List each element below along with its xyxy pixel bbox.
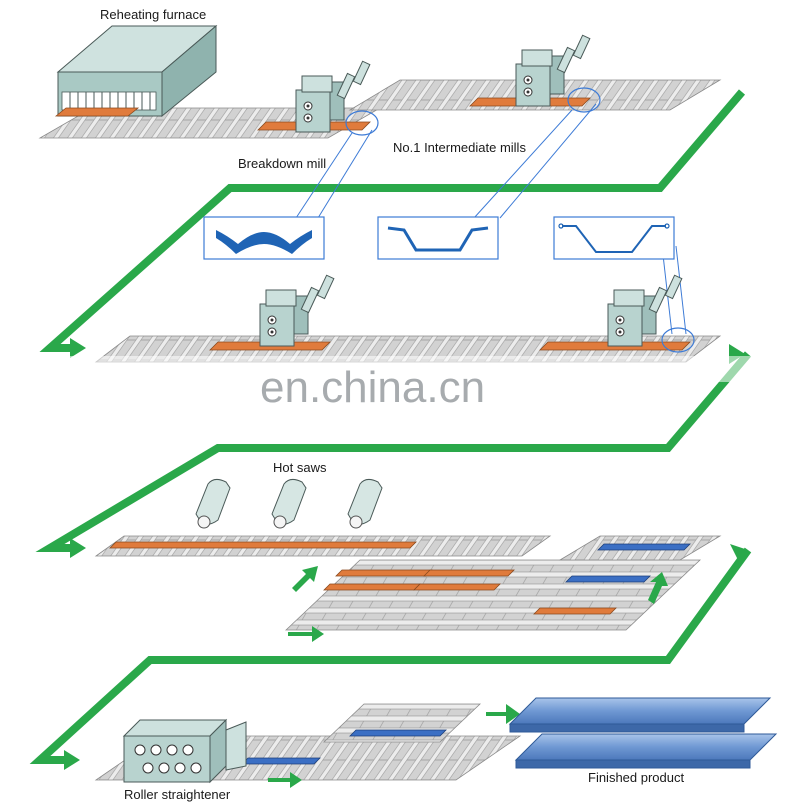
- rolling-mill-icon: [607, 274, 683, 347]
- reheating-furnace-icon: [54, 24, 218, 118]
- hot-saw-icon: [271, 478, 307, 529]
- detail-circle: [567, 87, 601, 113]
- straightened-bar: [241, 757, 321, 765]
- cross-section-profile-icon: [553, 216, 675, 260]
- cooled-steel-bar: [349, 729, 447, 737]
- detail-connector: [295, 103, 687, 335]
- breakdown-mill-label: Breakdown mill: [238, 156, 326, 171]
- watermark: en.china.cn: [260, 363, 485, 412]
- roller-straightener-label: Roller straightener: [124, 787, 231, 802]
- cross-section-profile-icon: [203, 216, 325, 260]
- finished-product-icon: [508, 697, 778, 769]
- flow-arrow-icon: [268, 704, 520, 788]
- hot-saw-icon: [347, 478, 383, 529]
- finished-product-label: Finished product: [588, 770, 684, 785]
- watermark-band: [40, 356, 780, 382]
- flow-path: [29, 89, 752, 764]
- intermediate-mills-label: No.1 Intermediate mills: [393, 140, 526, 155]
- detail-circle: [345, 110, 379, 136]
- hot-saws-label: Hot saws: [273, 460, 327, 475]
- flow-arrow-icon: [288, 566, 668, 642]
- rolling-mill-icon: [259, 274, 335, 347]
- reheating-furnace-label: Reheating furnace: [100, 7, 206, 22]
- hot-steel-bar: [109, 541, 417, 549]
- cooled-steel-bars: [565, 543, 691, 583]
- roller-straightener-icon: [122, 718, 247, 784]
- detail-circle: [661, 327, 695, 353]
- cross-section-profile-icon: [377, 216, 499, 260]
- hot-saw-icon: [195, 478, 231, 529]
- cut-steel-bars: [323, 569, 617, 615]
